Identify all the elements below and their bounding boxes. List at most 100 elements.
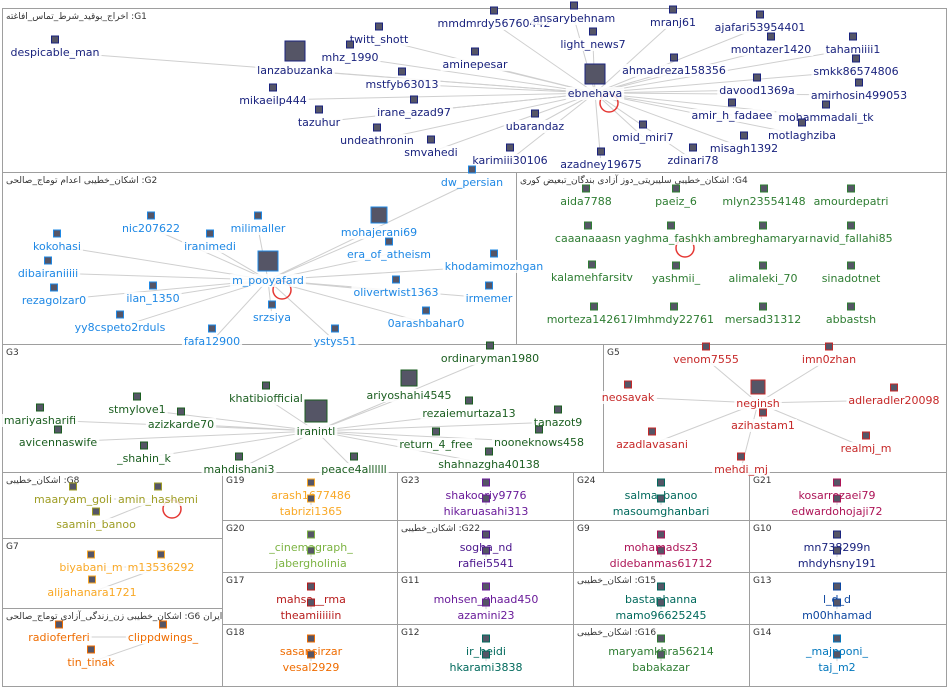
node-abbastsh[interactable]: abbastsh — [823, 302, 879, 326]
node-ordinaryman1980[interactable]: ordinaryman1980 — [438, 341, 542, 365]
node-neginsh[interactable]: neginsh — [734, 379, 782, 410]
node-morteza1426174[interactable]: morteza1426174 — [544, 302, 644, 326]
node-yashmii-[interactable]: yashmii_ — [649, 261, 703, 285]
node-mhdyhsny191[interactable]: mhdyhsny191 — [795, 546, 879, 570]
node-dibairaniiiii[interactable]: dibairaniiiii — [15, 256, 81, 280]
node-saamin-banoo[interactable]: saamin_banoo — [54, 507, 139, 531]
node-davood1369a[interactable]: davood1369a — [717, 73, 797, 97]
node-alimaleki-70[interactable]: alimaleki_70 — [726, 261, 800, 285]
node-masoumghanbari[interactable]: masoumghanbari — [610, 494, 712, 518]
node-rezagolzar0[interactable]: rezagolzar0 — [19, 283, 89, 307]
node-tabrizi1365[interactable]: tabrizi1365 — [277, 494, 345, 518]
node-tazuhur[interactable]: tazuhur — [295, 105, 343, 129]
node-light-news7[interactable]: light_news7 — [558, 27, 628, 51]
node-kalamehfarsitv[interactable]: kalamehfarsitv — [549, 260, 636, 284]
node-taj-m2[interactable]: taj_m2 — [816, 650, 858, 674]
node-motlaghziba[interactable]: motlaghziba — [765, 118, 839, 142]
node-0arashbahar0[interactable]: 0arashbahar0 — [385, 306, 467, 330]
node-undeathronin[interactable]: undeathronin — [338, 123, 416, 147]
node-dw-persian[interactable]: dw_persian — [438, 165, 506, 189]
node-peace4allllll[interactable]: peace4allllll — [319, 452, 389, 476]
node-tahamiiii1[interactable]: tahamiiii1 — [823, 32, 883, 56]
node-adleradler20098[interactable]: adleradler20098 — [846, 383, 942, 407]
node-theamiiiiiin[interactable]: theamiiiiiin — [278, 598, 344, 622]
node-venom7555[interactable]: venom7555 — [671, 342, 741, 366]
node-azizkarde70[interactable]: azizkarde70 — [145, 407, 217, 431]
node-amir-h-fadaee[interactable]: amir_h_fadaee — [689, 98, 775, 122]
node-era-of-atheism[interactable]: era_of_atheism — [345, 237, 433, 261]
node-srzsiya[interactable]: srzsiya — [250, 300, 294, 324]
node-m-pooyafard[interactable]: m_pooyafard — [230, 250, 306, 287]
node-karimiii30106[interactable]: karimiii30106 — [470, 143, 550, 167]
node-irmemer[interactable]: irmemer — [463, 281, 515, 305]
node-amin-hashemi[interactable]: amin_hashemi — [116, 482, 200, 506]
node-smkk86574806[interactable]: smkk86574806 — [811, 54, 901, 78]
node-zdinari78[interactable]: zdinari78 — [665, 143, 721, 167]
node-olivertwist1363[interactable]: olivertwist1363 — [351, 275, 441, 299]
node-neosavak[interactable]: neosavak — [599, 380, 657, 404]
node-azihastam1[interactable]: azihastam1 — [729, 408, 797, 432]
node-amourdepatri[interactable]: amourdepatri — [811, 184, 891, 208]
node-alijahanara1721[interactable]: alijahanara1721 — [45, 575, 139, 599]
node-maaryam-goli[interactable]: maaryam_goli — [31, 482, 115, 506]
node-mranj61[interactable]: mranj61 — [647, 5, 699, 29]
node-clippdwings-[interactable]: clippdwings_ — [125, 620, 201, 644]
node-m13536292[interactable]: m13536292 — [125, 550, 197, 574]
node-mikaeilp444[interactable]: mikaeilp444 — [237, 83, 309, 107]
node-mhz-1990[interactable]: mhz_1990 — [319, 40, 381, 64]
node-rafiei5541[interactable]: rafiei5541 — [455, 546, 517, 570]
node-mahdishani3[interactable]: mahdishani3 — [201, 452, 277, 476]
node-khatibiofficial[interactable]: khatibiofficial — [227, 381, 305, 405]
node-mmdmrdy56760442[interactable]: mmdmrdy56760442 — [435, 6, 553, 30]
node-hkarami3838[interactable]: hkarami3838 — [447, 650, 525, 674]
node-sinadotnet[interactable]: sinadotnet — [819, 261, 883, 285]
node-ahmadreza158356[interactable]: ahmadreza158356 — [620, 53, 728, 77]
node-rezaiemurtaza13[interactable]: rezaiemurtaza13 — [420, 396, 518, 420]
node-didebanmas61712[interactable]: didebanmas61712 — [607, 546, 715, 570]
node-ambreghamaryari[interactable]: ambreghamaryari — [711, 221, 815, 245]
node-khodamimozhgan[interactable]: khodamimozhgan — [442, 249, 546, 273]
node-nic207622[interactable]: nic207622 — [119, 211, 183, 235]
node-realmj-m[interactable]: realmj_m — [838, 431, 894, 455]
node-iranimedi[interactable]: iranimedi — [182, 229, 238, 253]
node-yy8cspeto2rduls[interactable]: yy8cspeto2rduls — [72, 310, 168, 334]
node-ajafari53954401[interactable]: ajafari53954401 — [712, 10, 808, 34]
node-smvahedi[interactable]: smvahedi — [402, 135, 460, 159]
node-tin-tinak[interactable]: tin_tinak — [65, 645, 118, 669]
node-azadney19675[interactable]: azadney19675 — [558, 147, 644, 171]
node-shahnazgha40138[interactable]: shahnazgha40138 — [436, 447, 542, 471]
node-lanzabuzanka[interactable]: lanzabuzanka — [255, 40, 335, 77]
node-nooneknows458[interactable]: nooneknows458 — [492, 425, 586, 449]
node-m00hhamad[interactable]: m00hhamad — [800, 598, 874, 622]
node-mehdi-mj[interactable]: mehdi_mj — [712, 452, 770, 476]
node-navid-fallahi85[interactable]: navid_fallahi85 — [807, 221, 895, 245]
node-kokohasi[interactable]: kokohasi — [31, 229, 83, 253]
node-mlyn23554148[interactable]: mlyn23554148 — [720, 184, 808, 208]
node-ystys51[interactable]: ystys51 — [311, 324, 359, 348]
node-irane-azad97[interactable]: irane_azad97 — [375, 95, 453, 119]
node-tanazot9[interactable]: tanazot9 — [531, 405, 585, 429]
node-vesal2929[interactable]: vesal2929 — [280, 650, 342, 674]
node-ariyoshahi4545[interactable]: ariyoshahi4545 — [364, 369, 454, 402]
node-caaanaaasn[interactable]: caaanaaasn — [552, 221, 624, 245]
node-montazer1420[interactable]: montazer1420 — [728, 32, 814, 56]
node-twitt-shott[interactable]: twitt_shott — [347, 22, 411, 46]
node-aida7788[interactable]: aida7788 — [558, 184, 614, 208]
node-mariyasharifi[interactable]: mariyasharifi — [1, 403, 79, 427]
node-jabergholinia[interactable]: jabergholinia — [272, 546, 349, 570]
node-azamini23[interactable]: azamini23 — [455, 598, 517, 622]
node-ebnehava[interactable]: ebnehava — [565, 63, 625, 100]
node-imn0zhan[interactable]: imn0zhan — [799, 342, 859, 366]
node-paeiz-6[interactable]: paeiz_6 — [653, 184, 699, 208]
node-misagh1392[interactable]: misagh1392 — [707, 131, 781, 155]
node-despicable-man[interactable]: despicable_man — [8, 35, 102, 59]
node-avicennaswife[interactable]: avicennaswife — [16, 425, 100, 449]
node-azadlavasani[interactable]: azadlavasani — [614, 427, 690, 451]
node-omid-miri7[interactable]: omid_miri7 — [610, 120, 676, 144]
node-ubarandaz[interactable]: ubarandaz — [503, 109, 567, 133]
node-radioferferi[interactable]: radioferferi — [26, 620, 92, 644]
node-mamo96625245[interactable]: mamo96625245 — [613, 598, 709, 622]
node-amirhosin499053[interactable]: amirhosin499053 — [808, 78, 910, 102]
node-ansarybehnam[interactable]: ansarybehnam — [530, 1, 618, 25]
node--shahin-k[interactable]: _shahin_k — [114, 441, 174, 465]
